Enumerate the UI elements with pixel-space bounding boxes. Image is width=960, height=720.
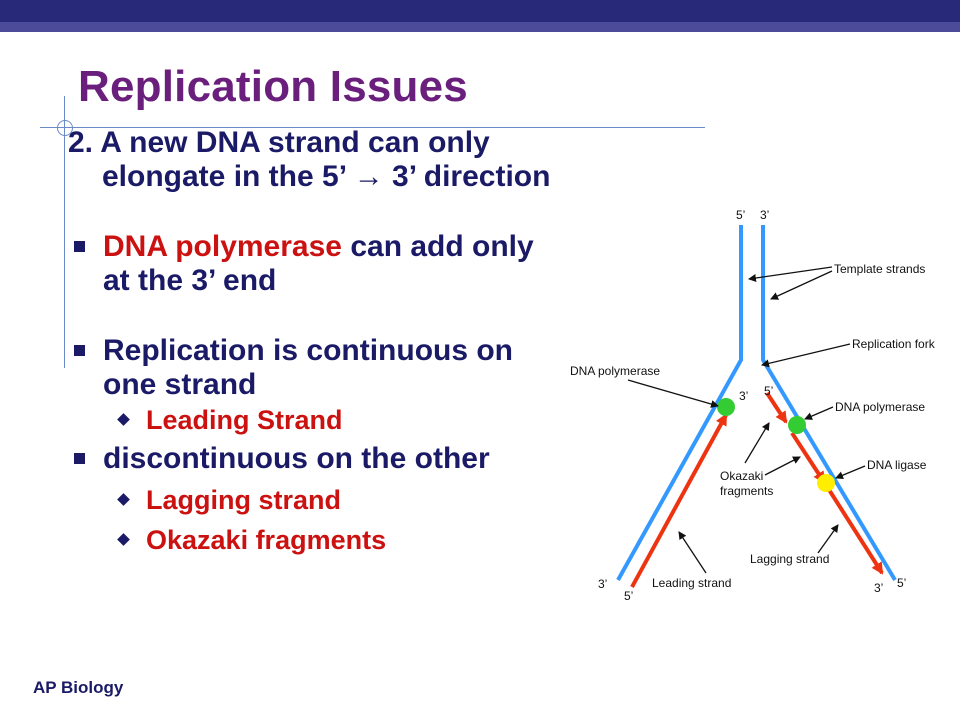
arrow-lagging xyxy=(817,524,839,554)
arrow-okazaki-1 xyxy=(744,422,770,464)
okazaki-fragment-3 xyxy=(824,483,884,575)
leading-strand xyxy=(630,413,728,588)
bullet-polymerase: DNA polymerase can add only at the 3’ en… xyxy=(68,230,568,298)
arrow-polymerase-left xyxy=(627,379,719,408)
main-point-suffix: 3’ direction xyxy=(383,160,551,193)
end-label-bottom-right-inner: 3’ xyxy=(874,581,883,595)
okazaki-fragment-2 xyxy=(790,431,826,484)
label-dna-polymerase-right: DNA polymerase xyxy=(835,400,925,414)
title-rule-vertical xyxy=(64,96,65,368)
okazaki-fragment-1 xyxy=(765,391,788,424)
square-bullet-icon xyxy=(74,241,85,252)
arrow-ligase xyxy=(835,465,866,480)
label-lagging-strand: Lagging strand xyxy=(750,552,829,566)
title-rule-horizontal xyxy=(40,127,705,128)
diamond-bullet-icon xyxy=(117,493,130,506)
label-replication-fork: Replication fork xyxy=(852,337,936,351)
label-okazaki-line1: Okazaki xyxy=(720,469,763,483)
arrow-right-icon: → xyxy=(353,160,384,193)
arrow-template-right xyxy=(770,270,833,300)
polymerase-rest: can add only at the 3’ end xyxy=(103,230,534,297)
label-dna-polymerase-left: DNA polymerase xyxy=(570,364,660,378)
dna-polymerase-right-icon xyxy=(788,416,806,434)
square-bullet-icon xyxy=(74,453,85,464)
end-label-bottom-left-outer: 3’ xyxy=(598,577,607,591)
bullet-list: 2. A new DNA strand can only elongate in… xyxy=(68,126,568,556)
label-template-strands: Template strands xyxy=(834,262,925,276)
label-leading-strand: Leading strand xyxy=(652,576,731,590)
end-label-mid-left: 3’ xyxy=(739,389,748,403)
bullet-discontinuous-text: discontinuous on the other xyxy=(103,442,490,475)
bullet-continuous: Replication is continuous on one strand xyxy=(68,334,568,402)
arrow-leading xyxy=(678,531,707,574)
polymerase-highlight: DNA polymerase xyxy=(103,230,342,263)
sub-bullet-okazaki: Okazaki fragments xyxy=(68,524,568,556)
end-label-bottom-right-outer: 5’ xyxy=(897,576,906,590)
main-point: 2. A new DNA strand can only elongate in… xyxy=(68,126,568,194)
diamond-bullet-icon xyxy=(117,413,130,426)
sub-bullet-lagging: Lagging strand xyxy=(68,484,568,516)
end-label-top-right: 3’ xyxy=(760,208,769,222)
sub-bullet-leading: Leading Strand xyxy=(68,404,568,436)
label-okazaki-line2: fragments xyxy=(720,484,773,498)
callout-arrows xyxy=(627,266,866,574)
arrow-replication-fork xyxy=(761,343,851,368)
slide-title: Replication Issues xyxy=(78,62,468,111)
dna-ligase-icon xyxy=(817,474,835,492)
diamond-bullet-icon xyxy=(117,533,130,546)
template-strand-left xyxy=(616,225,743,581)
sub-bullet-okazaki-text: Okazaki fragments xyxy=(146,525,387,555)
sub-bullet-leading-text: Leading Strand xyxy=(146,405,343,435)
bullet-discontinuous: discontinuous on the other xyxy=(68,442,568,476)
arrow-okazaki-2 xyxy=(764,456,801,476)
end-label-top-left: 5’ xyxy=(736,208,745,222)
sub-bullet-lagging-text: Lagging strand xyxy=(146,485,341,515)
end-label-mid-right: 5’ xyxy=(764,384,773,398)
main-point-prefix: 2. A new DNA strand can only elongate in… xyxy=(68,126,490,193)
replication-fork-diagram: 5’ 3’ 3’ 5’ 3’ 5’ 3’ 5’ Template strands… xyxy=(570,208,936,603)
crosshair-decoration xyxy=(57,120,73,136)
arrow-polymerase-right xyxy=(804,406,834,420)
end-label-bottom-left-inner: 5’ xyxy=(624,589,633,603)
square-bullet-icon xyxy=(74,345,85,356)
top-bar-accent xyxy=(0,22,960,32)
footer-label: AP Biology xyxy=(33,678,124,697)
arrow-template-left xyxy=(748,266,833,282)
label-dna-ligase: DNA ligase xyxy=(867,458,927,472)
dna-polymerase-left-icon xyxy=(717,398,735,416)
top-bar xyxy=(0,0,960,22)
bullet-continuous-text: Replication is continuous on one strand xyxy=(103,334,514,401)
